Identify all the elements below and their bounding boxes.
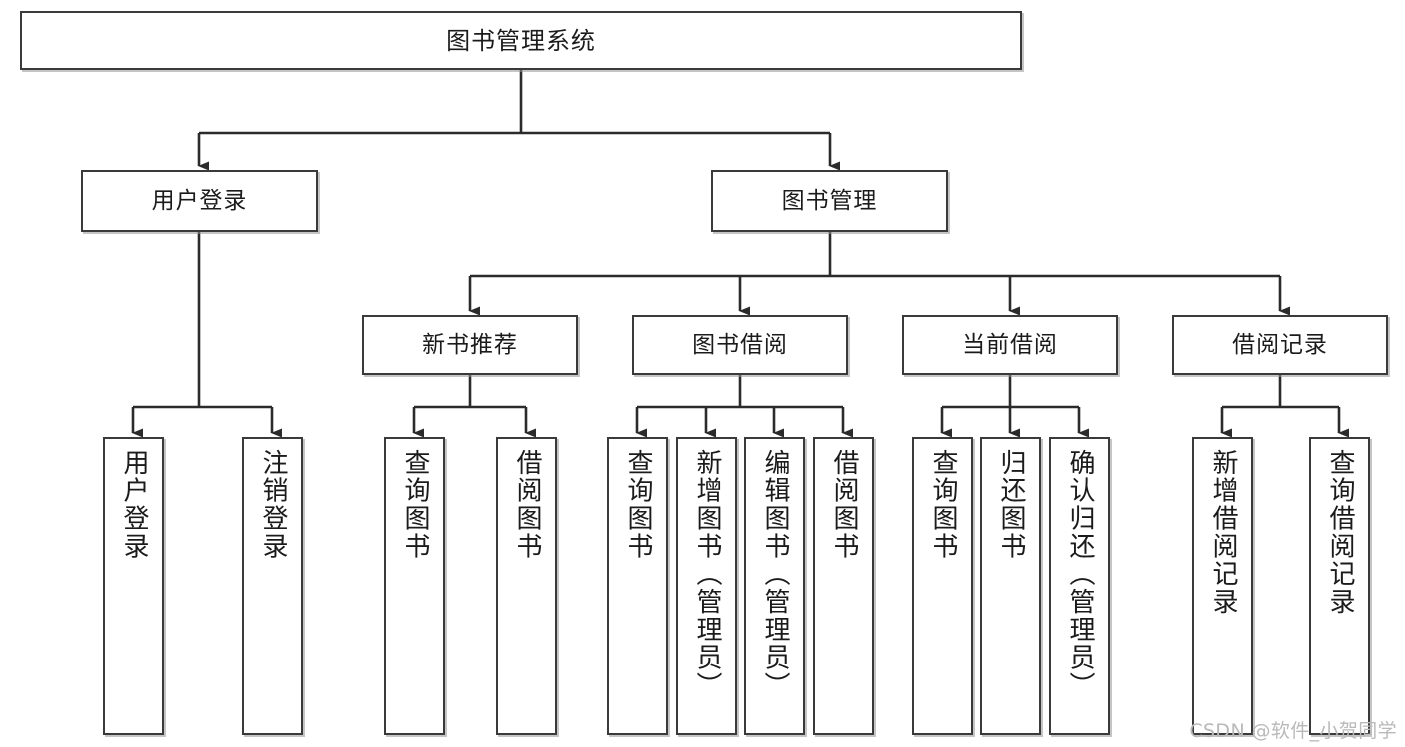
watermark-text: CSDN @软件_小贺同学 — [1189, 720, 1397, 742]
node-book-management[interactable]: 图书管理 — [711, 170, 948, 232]
leaf-query-book-current[interactable]: 查询图书 — [912, 437, 973, 735]
leaf-borrow-book-recommend[interactable]: 借阅图书 — [496, 437, 557, 735]
node-label: 借阅图书 — [512, 449, 543, 561]
node-label: 图书管理 — [781, 187, 878, 214]
node-label: 编辑图书（管理员） — [760, 449, 791, 700]
node-new-book-recommend[interactable]: 新书推荐 — [362, 315, 578, 375]
leaf-borrow-book[interactable]: 借阅图书 — [813, 437, 874, 735]
leaf-user-logout[interactable]: 注销登录 — [242, 437, 303, 735]
node-label: 注销登录 — [258, 449, 289, 561]
node-label: 用户登录 — [119, 449, 150, 561]
node-current-borrow[interactable]: 当前借阅 — [902, 315, 1118, 375]
node-label: 借阅记录 — [1232, 331, 1328, 358]
leaf-user-login[interactable]: 用户登录 — [103, 437, 164, 735]
node-label: 查询图书 — [623, 449, 654, 561]
leaf-return-book[interactable]: 归还图书 — [980, 437, 1041, 735]
leaf-confirm-return[interactable]: 确认归还（管理员） — [1049, 437, 1110, 735]
node-label: 查询借阅记录 — [1325, 449, 1356, 616]
node-label: 新增借阅记录 — [1208, 449, 1239, 616]
node-label: 查询图书 — [928, 449, 959, 561]
node-label: 借阅图书 — [829, 449, 860, 561]
leaf-add-book[interactable]: 新增图书（管理员） — [676, 437, 737, 735]
node-label: 归还图书 — [996, 449, 1027, 561]
node-book-borrow[interactable]: 图书借阅 — [632, 315, 848, 375]
node-label: 用户登录 — [151, 187, 248, 214]
node-label: 新增图书（管理员） — [692, 449, 723, 700]
node-borrow-record[interactable]: 借阅记录 — [1172, 315, 1388, 375]
node-label: 查询图书 — [400, 449, 431, 561]
node-book-management-system[interactable]: 图书管理系统 — [20, 11, 1022, 70]
node-label: 确认归还（管理员） — [1065, 449, 1096, 700]
leaf-query-book-borrow[interactable]: 查询图书 — [607, 437, 668, 735]
node-label: 当前借阅 — [962, 331, 1058, 358]
leaf-edit-book[interactable]: 编辑图书（管理员） — [744, 437, 805, 735]
leaf-query-borrow-record[interactable]: 查询借阅记录 — [1309, 437, 1370, 735]
leaf-add-borrow-record[interactable]: 新增借阅记录 — [1192, 437, 1253, 735]
node-user-login[interactable]: 用户登录 — [81, 170, 318, 232]
leaf-query-book-recommend[interactable]: 查询图书 — [384, 437, 445, 735]
node-label: 新书推荐 — [422, 331, 518, 358]
node-label: 图书管理系统 — [446, 26, 596, 55]
node-label: 图书借阅 — [692, 331, 788, 358]
